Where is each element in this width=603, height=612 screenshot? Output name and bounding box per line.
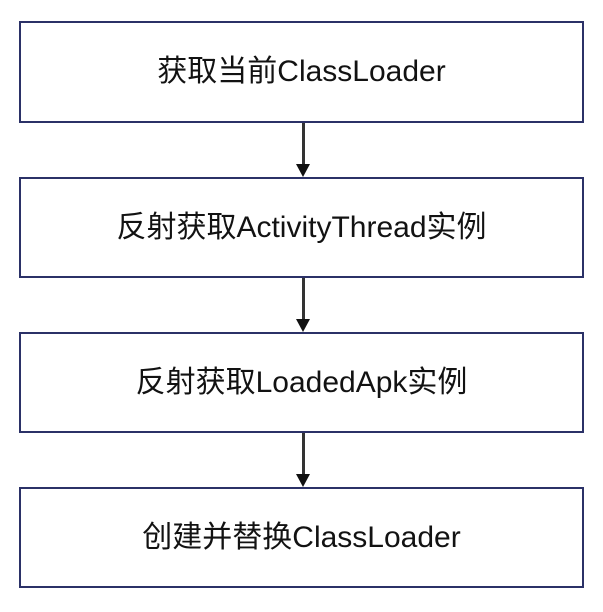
arrow-head-down-icon	[296, 474, 310, 487]
arrow-head-down-icon	[296, 164, 310, 177]
flow-node-label: 创建并替换ClassLoader	[142, 520, 461, 554]
flow-node-label: 反射获取ActivityThread实例	[116, 210, 487, 244]
arrow-head-down-icon	[296, 319, 310, 332]
flow-arrow-3	[295, 433, 311, 487]
arrow-shaft	[302, 433, 305, 475]
arrow-shaft	[302, 278, 305, 320]
flow-arrow-1	[295, 123, 311, 177]
arrow-shaft	[302, 123, 305, 165]
flow-node-reflect-loadedapk: 反射获取LoadedApk实例	[19, 332, 584, 433]
flow-node-label: 反射获取LoadedApk实例	[135, 365, 468, 399]
flow-node-get-current-classloader: 获取当前ClassLoader	[19, 21, 584, 123]
flow-node-reflect-activitythread: 反射获取ActivityThread实例	[19, 177, 584, 278]
flow-arrow-2	[295, 278, 311, 332]
flow-node-create-replace-classloader: 创建并替换ClassLoader	[19, 487, 584, 588]
flow-node-label: 获取当前ClassLoader	[157, 55, 446, 88]
